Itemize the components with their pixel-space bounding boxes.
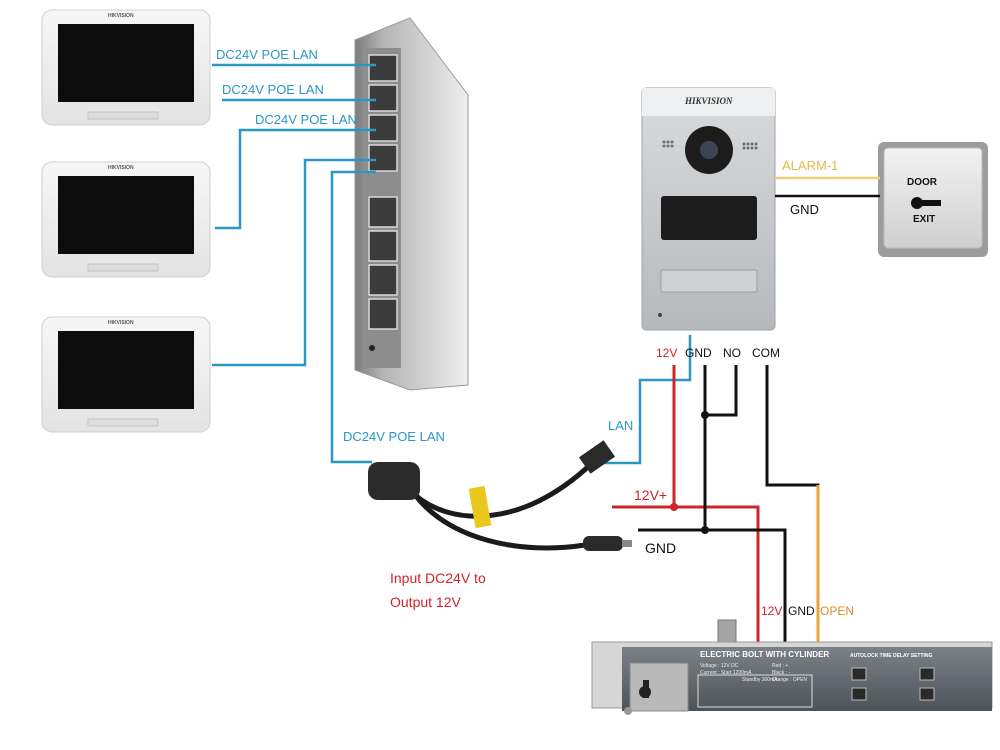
exit-button [878,142,988,257]
red-junction [670,503,678,511]
exit-button-door-text: DOOR [907,177,937,188]
black-junction-1 [701,411,709,419]
label-lock-12v: 12V [761,604,783,618]
poe-splitter [368,440,632,551]
bolt-spec-standby: Standby 300mA [742,677,778,683]
label-poe-lan-input: DC24V POE LAN [343,429,445,444]
lan-wires [212,63,692,465]
bolt-title: ELECTRIC BOLT WITH CYLINDER [700,650,830,659]
poe-switch [354,17,469,391]
converter-text-line1: Input DC24V to [390,570,486,586]
bolt-wire-red: Red : + [772,663,789,669]
label-poe-lan-3: DC24V POE LAN [255,112,357,127]
label-gnd-supply: GND [645,540,677,556]
terminal-gnd: GND [685,346,712,360]
door-station-brand: HIKVISION [685,96,733,106]
indoor-monitor-3 [41,316,211,433]
bolt-wire-black: Black : - [772,670,791,676]
label-alarm: ALARM-1 [782,158,839,173]
monitor-1-brand: HIKVISION [108,13,134,19]
bolt-autolock: AUTOLOCK TIME DELAY SETTING [850,653,933,659]
lock-wires [612,365,820,645]
bolt-wire-orange: Orange : OPEN [772,677,808,683]
label-poe-lan-1: DC24V POE LAN [216,47,318,62]
lan-wire-poe-input [330,170,376,464]
no-wire [705,365,738,417]
monitor-3-brand: HIKVISION [108,320,134,326]
label-12v-plus: 12V+ [634,487,668,503]
door-station [641,87,776,331]
label-poe-lan-2: DC24V POE LAN [222,82,324,97]
label-gnd-exit: GND [790,202,819,217]
bolt-spec-voltage: Voltage : 12V DC [700,663,739,669]
indoor-monitor-2 [41,161,211,278]
bolt-spec-current: Current : Start 1200mA [700,670,752,676]
lan-wire-door-station [600,335,692,465]
black-junction-2 [701,526,709,534]
com-wire [765,365,820,645]
indoor-monitor-1 [41,9,211,126]
terminal-com: COM [752,346,780,360]
terminal-12v: 12V [656,346,678,360]
lan-wire-4 [212,158,376,367]
label-lock-gnd: GND [788,604,815,618]
exit-button-exit-text: EXIT [913,214,936,225]
electric-bolt [591,619,993,715]
label-lan: LAN [608,418,634,433]
lan-wire-3 [215,128,376,230]
converter-text-line2: Output 12V [390,594,461,610]
label-lock-open: OPEN [820,604,855,618]
red-wire [672,365,760,645]
terminal-no: NO [723,346,741,360]
monitor-2-brand: HIKVISION [108,165,134,171]
black-wire [703,365,787,645]
